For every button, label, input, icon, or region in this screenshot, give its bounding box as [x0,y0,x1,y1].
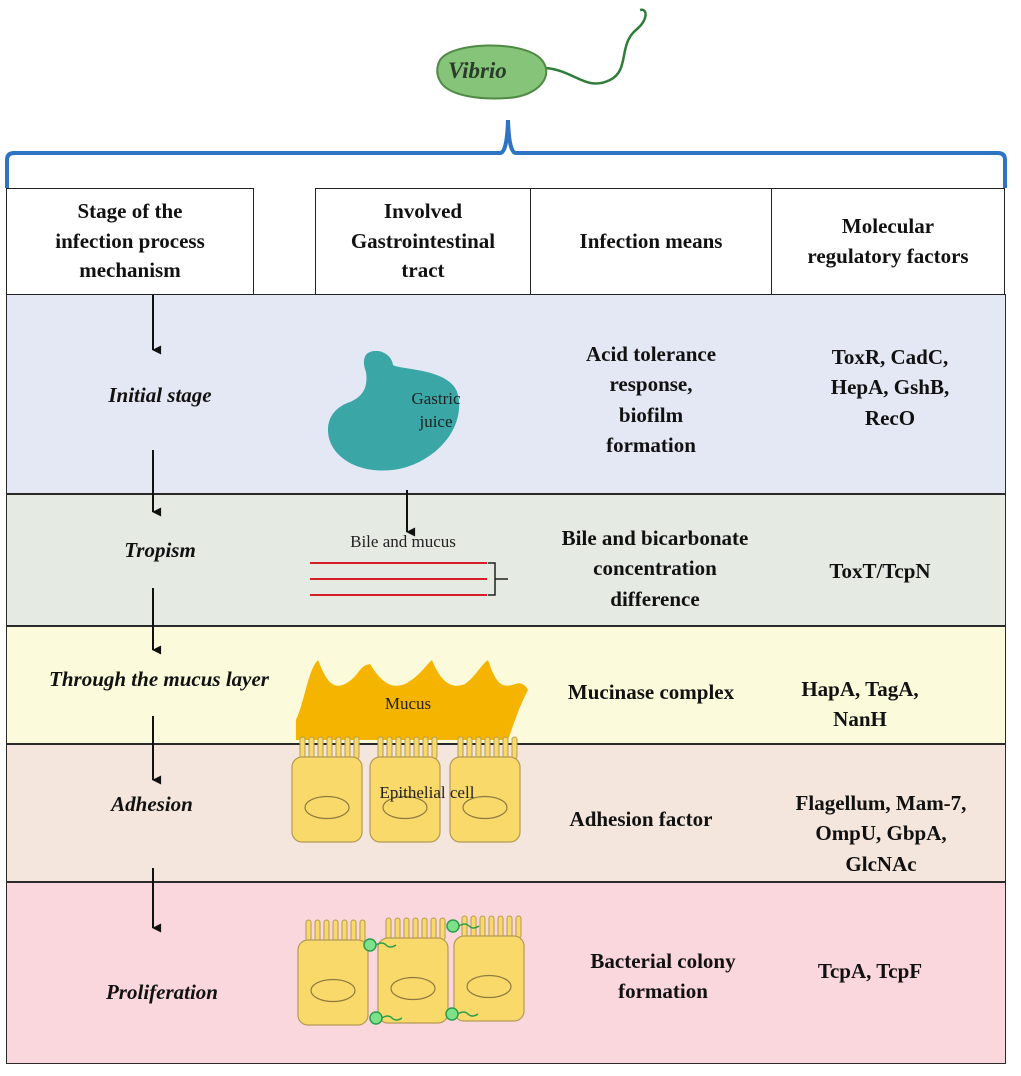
label-epithelial-cell: Epithelial cell [379,783,475,802]
stomach-icon [328,350,460,471]
organism-label: Vibrio [448,58,507,83]
band-tropism [6,494,1006,626]
factors-proliferation: TcpA, TcpF [817,959,923,983]
epithelial-cell [449,736,521,843]
header-means: Infection means [530,188,772,295]
stage-mucus-layer: Through the mucus layer [49,667,269,691]
header-factors: Molecular regulatory factors [771,188,1005,295]
vibrio-bacterium-icon [436,8,647,100]
epithelial-cell [297,919,369,1026]
factors-initial: ToxR, CadC, HepA, GshB, RecO [830,345,950,430]
epithelial-cells-proliferation [297,915,525,1026]
means-proliferation: Bacterial colony formation [590,949,736,1004]
bacterium-dot-icon [446,919,480,933]
bacterium-dot-icon [445,1007,479,1021]
epithelial-cell [453,915,525,1022]
bacterium-dot-icon [369,1011,403,1025]
label-mucus: Mucus [384,694,432,713]
label-bile-mucus: Bile and mucus [350,532,456,551]
stage-adhesion: Adhesion [111,792,193,816]
header-stage: Stage of the infection process mechanism [6,188,254,295]
stage-initial: Initial stage [108,383,212,407]
epithelial-cell [369,736,441,843]
factors-mucus: HapA, TagA, NanH [801,677,919,732]
mucus-layer-icon [296,660,528,740]
factors-tropism: ToxT/TcpN [829,559,931,583]
epithelial-cell [291,736,363,843]
band-initial-stage [6,294,1006,494]
means-adhesion: Adhesion factor [569,807,713,831]
header-tract: Involved Gastrointestinal tract [315,188,531,295]
means-mucus: Mucinase complex [567,680,735,704]
bacterium-dot-icon [363,938,397,952]
means-initial: Acid tolerance response, biofilm formati… [585,342,717,458]
stage-tropism: Tropism [124,538,196,562]
means-tropism: Bile and bicarbonate concentration diffe… [561,526,749,611]
epithelial-cells-adhesion [291,736,521,843]
stage-proliferation: Proliferation [105,980,218,1004]
bile-mucus-lines [310,562,508,596]
grouping-bracket [5,119,1007,188]
epithelial-cell [377,917,449,1024]
label-gastric-juice: Gastric juice [411,389,461,431]
factors-adhesion: Flagellum, Mam-7, OmpU, GbpA, GlcNAc [795,791,967,876]
